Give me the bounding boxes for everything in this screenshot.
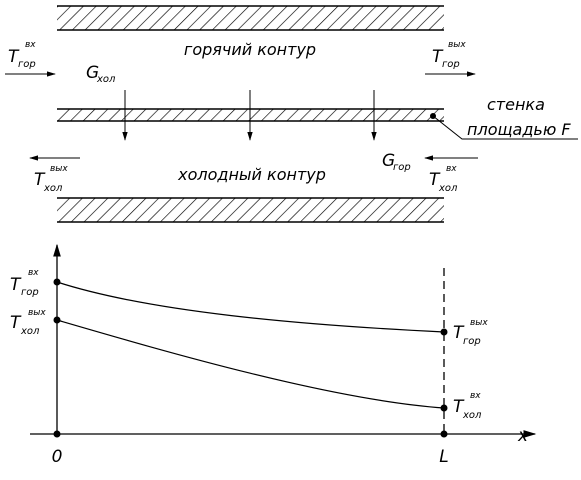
svg-text:хол: хол bbox=[43, 183, 63, 194]
svg-text:хол: хол bbox=[96, 74, 116, 85]
svg-text:вх: вх bbox=[25, 40, 36, 50]
svg-text:гор: гор bbox=[442, 59, 460, 70]
svg-text:вых: вых bbox=[50, 164, 68, 174]
svg-text:вх: вх bbox=[470, 391, 481, 401]
svg-text:T: T bbox=[429, 170, 441, 190]
svg-text:хол: хол bbox=[20, 326, 40, 337]
svg-text:вых: вых bbox=[470, 318, 488, 328]
svg-text:G: G bbox=[382, 151, 395, 171]
wall-leader-line bbox=[432, 115, 578, 140]
cold-temperature-curve bbox=[56, 319, 445, 409]
graph-cold-out-label: T хол вых bbox=[10, 308, 46, 337]
top-outer-wall bbox=[57, 5, 444, 31]
wall-label-line2: площадью F bbox=[467, 120, 571, 139]
svg-text:вых: вых bbox=[448, 40, 466, 50]
length-label: L bbox=[439, 447, 448, 467]
hot-circuit-label: горячий контур bbox=[184, 40, 316, 59]
svg-text:G: G bbox=[86, 63, 99, 83]
x-axis-label: x bbox=[517, 426, 529, 446]
graph-hot-in-label: T гор вх bbox=[10, 268, 39, 298]
hot-inlet-label: T гор вх bbox=[8, 40, 36, 70]
graph-hot-out-label: T гор вых bbox=[453, 318, 488, 347]
svg-text:гор: гор bbox=[463, 336, 481, 347]
svg-text:T: T bbox=[453, 397, 465, 417]
svg-text:T: T bbox=[432, 47, 444, 67]
cold-outlet-label: T хол вых bbox=[34, 164, 68, 194]
hot-flow-label: G гор bbox=[382, 151, 411, 173]
svg-text:гор: гор bbox=[393, 162, 411, 173]
svg-text:хол: хол bbox=[438, 183, 458, 194]
point-origin bbox=[53, 430, 61, 438]
cold-flow-label: G хол bbox=[86, 63, 116, 85]
point-hot-out bbox=[440, 328, 448, 336]
svg-text:T: T bbox=[34, 170, 46, 190]
point-length bbox=[440, 430, 448, 438]
svg-text:T: T bbox=[10, 313, 22, 333]
point-cold-in bbox=[440, 404, 448, 412]
graph-cold-in-label: T хол вх bbox=[453, 391, 482, 421]
svg-text:T: T bbox=[453, 323, 465, 343]
svg-text:T: T bbox=[8, 47, 20, 67]
svg-text:гор: гор bbox=[18, 59, 36, 70]
svg-text:хол: хол bbox=[462, 410, 482, 421]
bottom-outer-wall bbox=[57, 197, 444, 223]
svg-text:вх: вх bbox=[28, 268, 39, 278]
svg-text:T: T bbox=[10, 275, 22, 295]
svg-text:гор: гор bbox=[21, 287, 39, 298]
cold-circuit-label: холодный контур bbox=[177, 165, 326, 184]
origin-label: 0 bbox=[52, 447, 63, 467]
hot-temperature-curve bbox=[56, 281, 445, 333]
svg-text:вых: вых bbox=[28, 308, 46, 318]
point-hot-in bbox=[53, 278, 61, 286]
wall-label-line1: стенка bbox=[487, 95, 545, 114]
svg-text:вх: вх bbox=[446, 164, 457, 174]
hot-outlet-label: T гор вых bbox=[432, 40, 466, 70]
point-cold-out bbox=[53, 316, 61, 324]
cold-inlet-label: T хол вх bbox=[429, 164, 458, 194]
